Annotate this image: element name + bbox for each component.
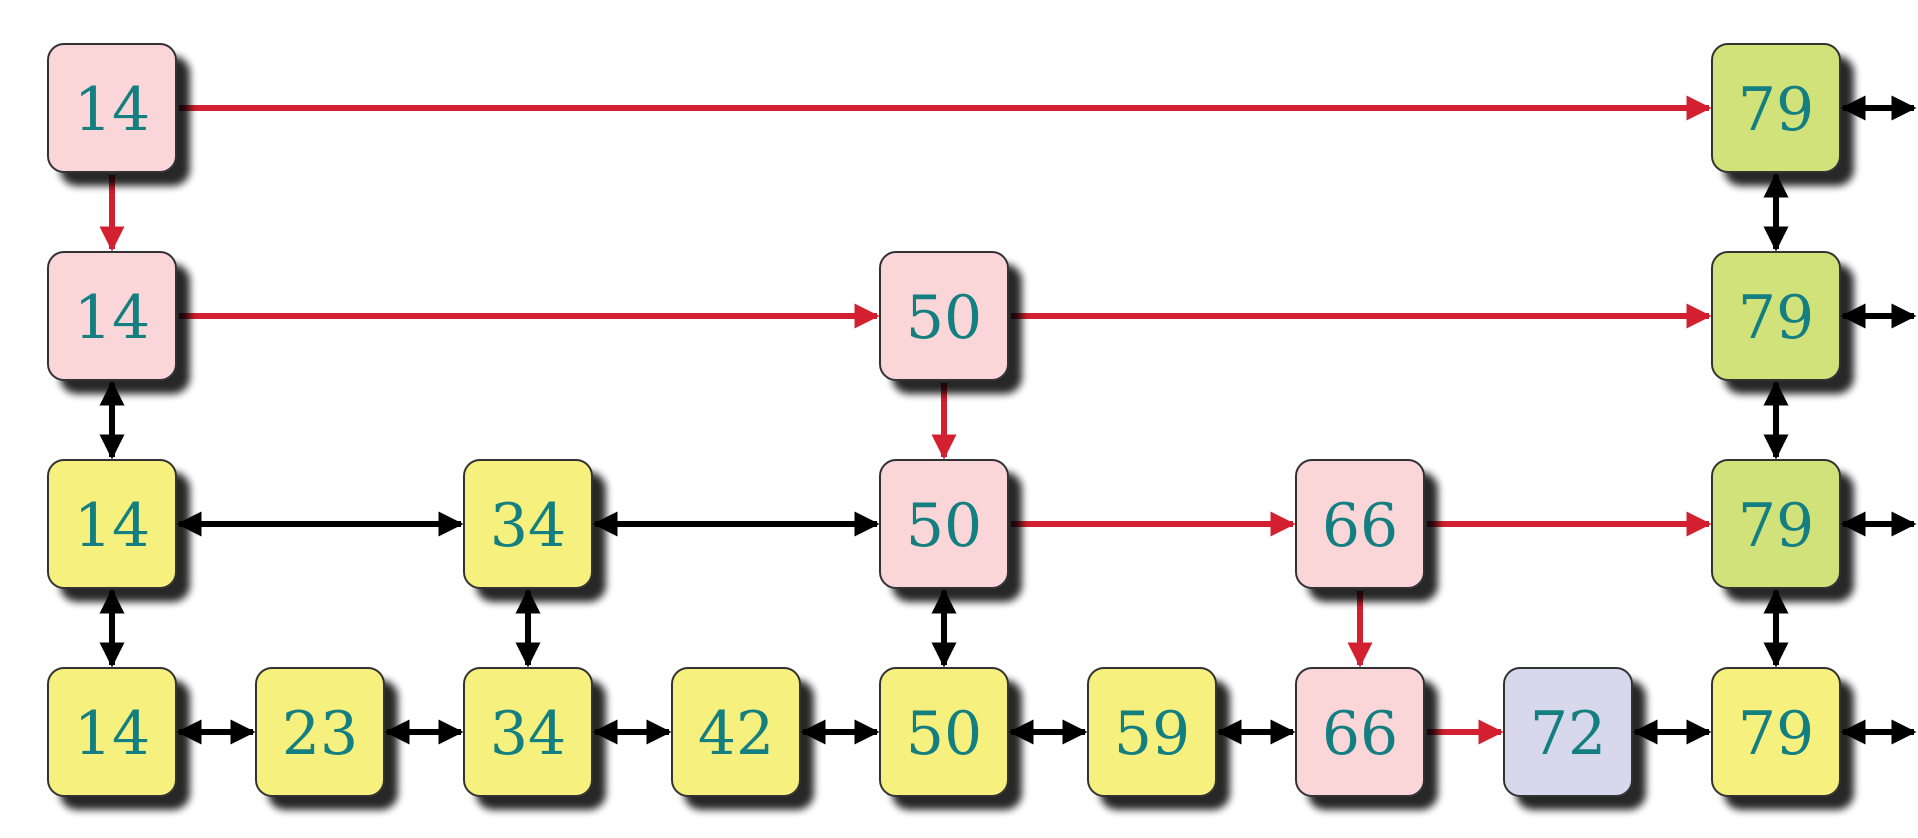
node-box	[1087, 667, 1217, 797]
node-level-1-50: 50	[879, 459, 1009, 589]
node-box	[47, 43, 177, 173]
node-key-label: 72	[1530, 699, 1606, 769]
node-level-0-79: 79	[1711, 667, 1841, 797]
node-level-0-23: 23	[255, 667, 385, 797]
node-level-0-50: 50	[879, 667, 1009, 797]
node-key-label: 50	[906, 283, 982, 353]
links-layer	[99, 95, 1917, 745]
node-box	[879, 667, 1009, 797]
node-key-label: 14	[74, 491, 150, 561]
node-level-0-72: 72	[1503, 667, 1633, 797]
node-level-3-79: 79	[1711, 43, 1841, 173]
node-key-label: 34	[490, 491, 566, 561]
node-level-1-79: 79	[1711, 459, 1841, 589]
node-box	[1295, 459, 1425, 589]
node-key-label: 50	[906, 491, 982, 561]
node-key-label: 79	[1738, 699, 1814, 769]
node-key-label: 66	[1322, 491, 1398, 561]
node-key-label: 66	[1322, 699, 1398, 769]
node-box	[879, 251, 1009, 381]
node-key-label: 14	[74, 75, 150, 145]
node-box	[47, 667, 177, 797]
node-box	[1295, 667, 1425, 797]
node-key-label: 79	[1738, 283, 1814, 353]
node-level-1-14: 14	[47, 459, 177, 589]
node-level-2-50: 50	[879, 251, 1009, 381]
node-box	[879, 459, 1009, 589]
node-level-0-66: 66	[1295, 667, 1425, 797]
node-level-2-79: 79	[1711, 251, 1841, 381]
node-level-2-14: 14	[47, 251, 177, 381]
node-box	[1503, 667, 1633, 797]
node-key-label: 23	[282, 699, 358, 769]
node-box	[47, 251, 177, 381]
node-key-label: 50	[906, 699, 982, 769]
node-box	[671, 667, 801, 797]
node-box	[47, 459, 177, 589]
node-key-label: 79	[1738, 491, 1814, 561]
node-level-0-59: 59	[1087, 667, 1217, 797]
node-box	[1711, 251, 1841, 381]
node-level-0-42: 42	[671, 667, 801, 797]
node-level-1-66: 66	[1295, 459, 1425, 589]
nodes-layer: 14 79 14 50 79 14 34 50 66 79 14 23 34 42 50 59 66 72 79	[47, 43, 1841, 797]
node-level-0-14: 14	[47, 667, 177, 797]
node-level-1-34: 34	[463, 459, 593, 589]
node-level-0-34: 34	[463, 667, 593, 797]
node-key-label: 42	[698, 699, 774, 769]
node-key-label: 14	[74, 283, 150, 353]
node-box	[255, 667, 385, 797]
node-box	[463, 459, 593, 589]
node-box	[1711, 43, 1841, 173]
node-box	[463, 667, 593, 797]
node-key-label: 14	[74, 699, 150, 769]
node-key-label: 59	[1114, 699, 1190, 769]
node-box	[1711, 667, 1841, 797]
node-level-3-14: 14	[47, 43, 177, 173]
node-key-label: 79	[1738, 75, 1814, 145]
node-key-label: 34	[490, 699, 566, 769]
node-box	[1711, 459, 1841, 589]
